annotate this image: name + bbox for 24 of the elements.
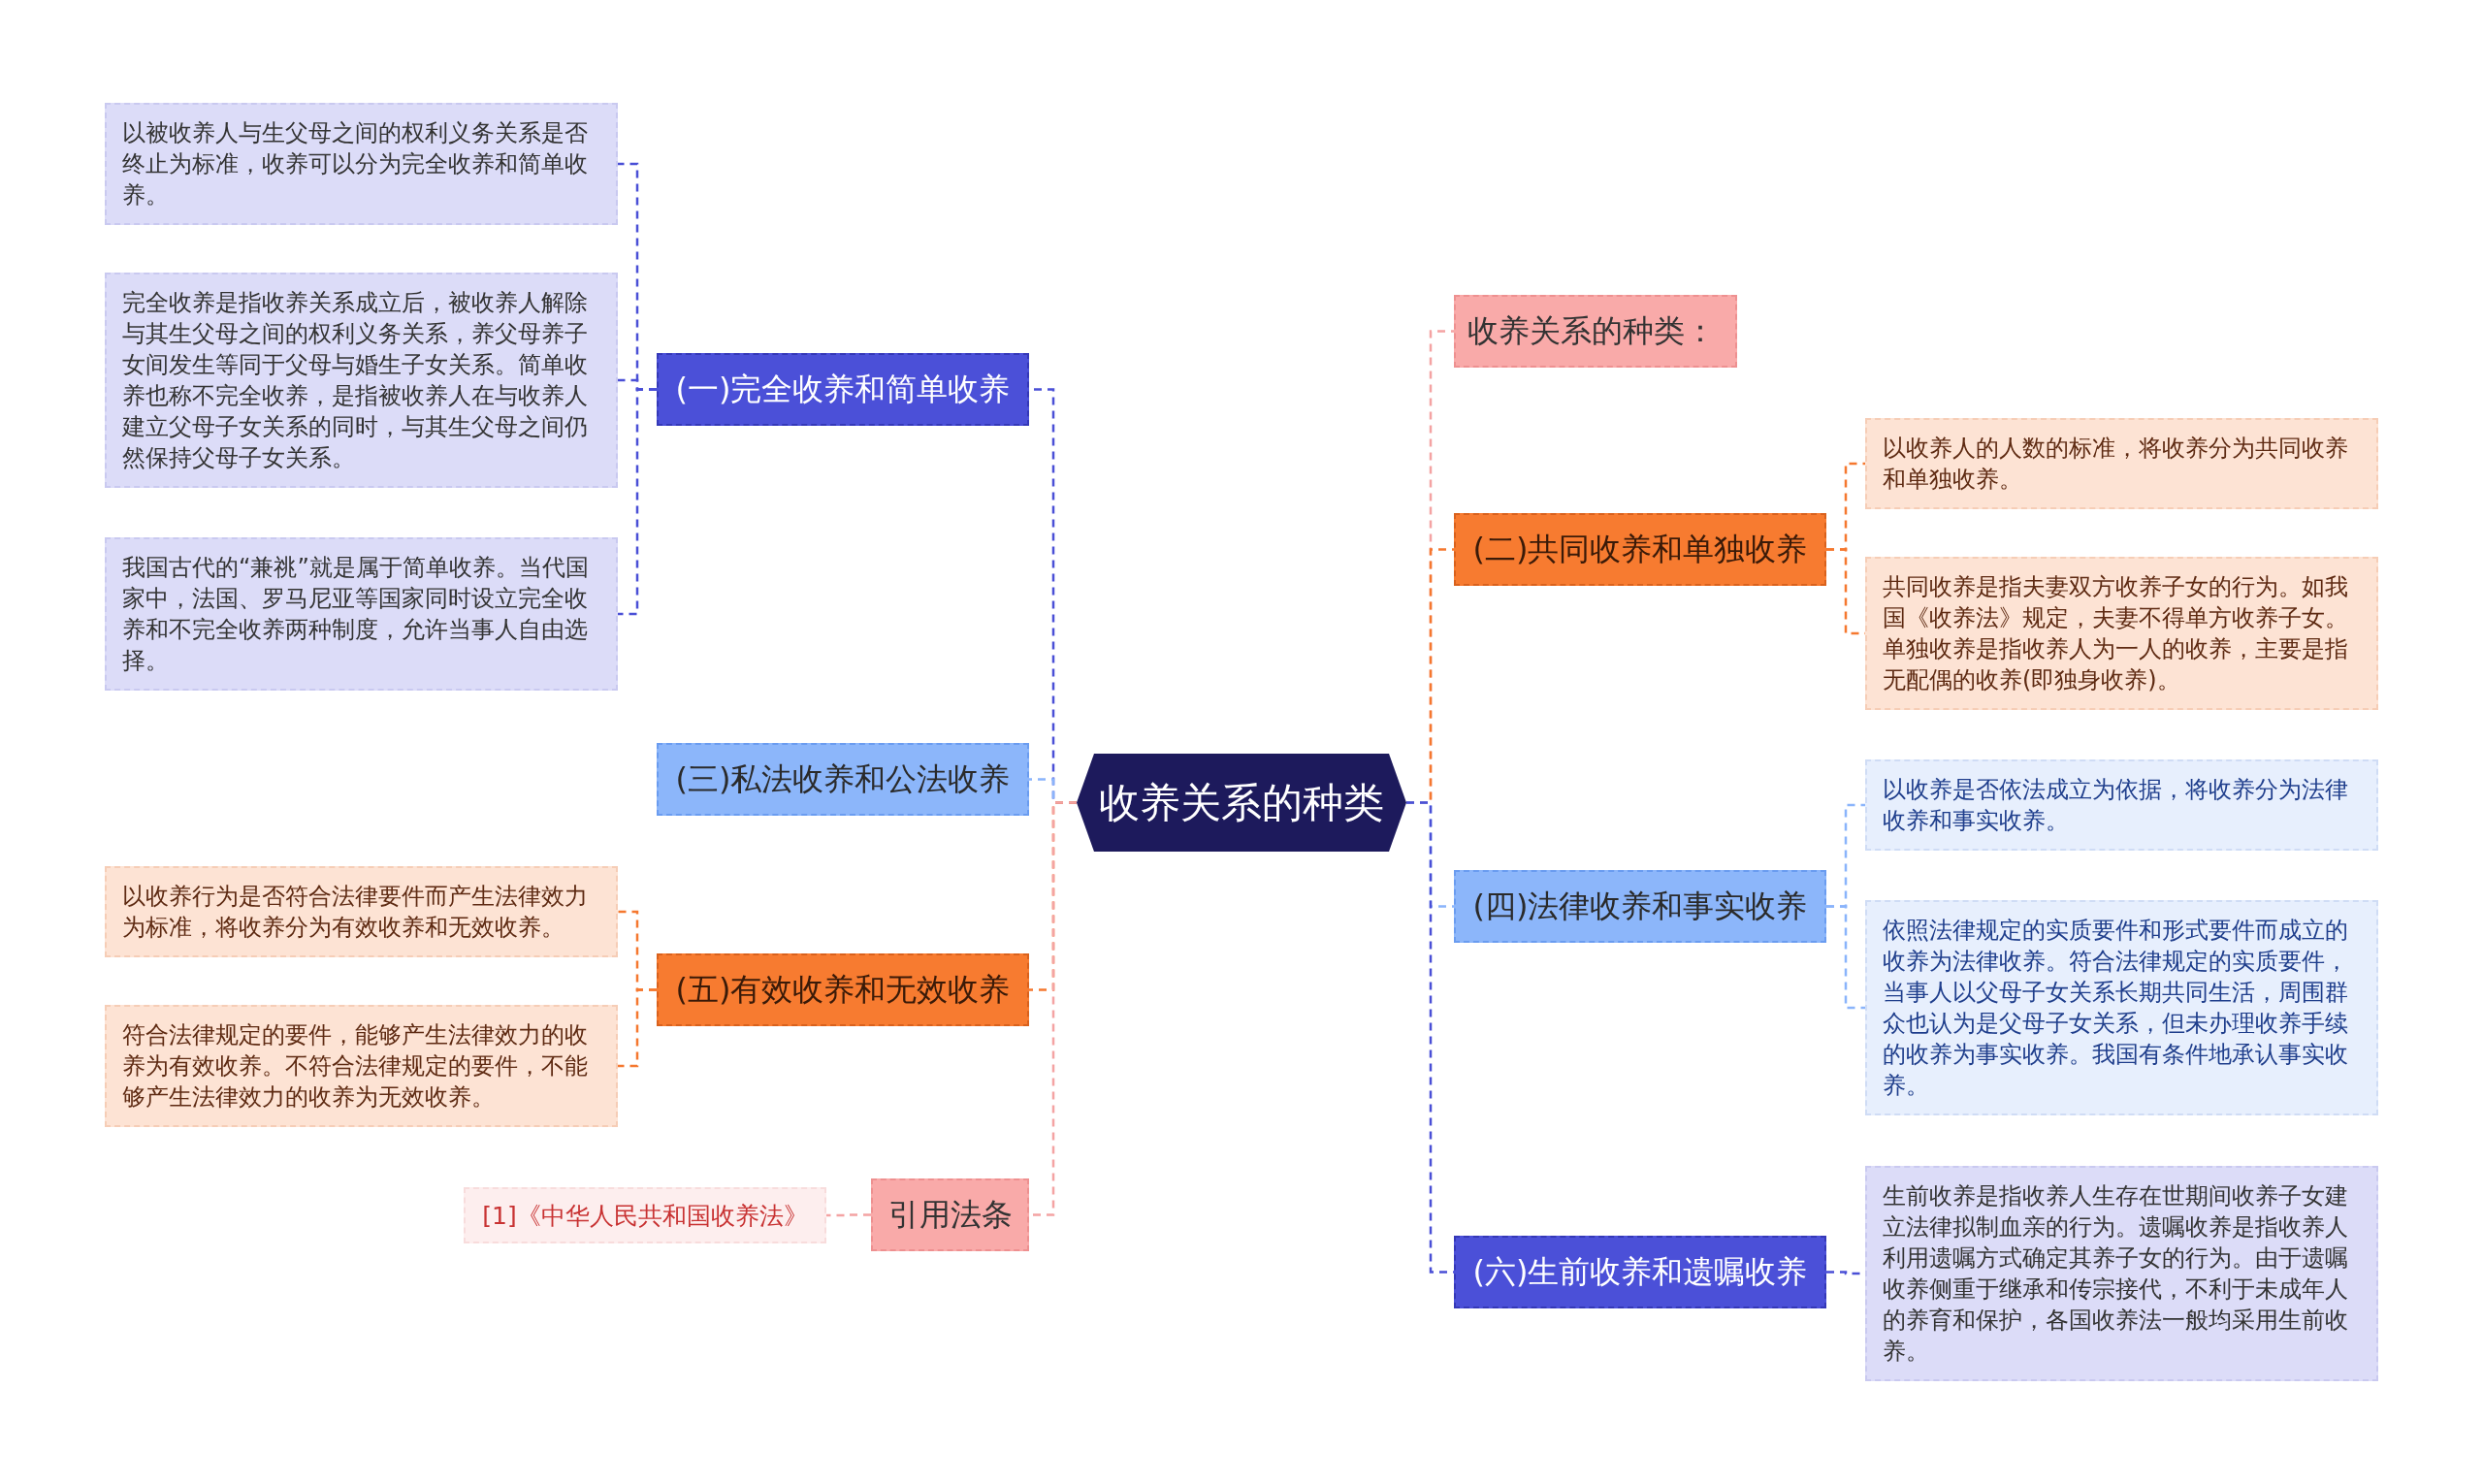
topic-box: (五)有效收养和无效收养	[657, 953, 1029, 1026]
note-box: 依照法律规定的实质要件和形式要件而成立的收养为法律收养。符合法律规定的实质要件，当事人以父母子女关系长期共同生活，周围群众也认为是父母子女关系，但未办理收养手续的收养为事实收养。我国有条件地承认事实收养。	[1865, 900, 2378, 1115]
topic-box: 收养关系的种类：	[1454, 295, 1737, 368]
topic-box: (二)共同收养和单独收养	[1454, 513, 1826, 586]
topic-box: (三)私法收养和公法收养	[657, 743, 1029, 816]
note-box: 以被收养人与生父母之间的权利义务关系是否终止为标准，收养可以分为完全收养和简单收养。	[105, 103, 618, 225]
topic-box: (一)完全收养和简单收养	[657, 353, 1029, 426]
note-box: 以收养行为是否符合法律要件而产生法律效力为标准，将收养分为有效收养和无效收养。	[105, 866, 618, 957]
central-topic: 收养关系的种类	[1077, 754, 1406, 852]
connector-line	[826, 1213, 871, 1217]
connector-line	[618, 388, 657, 616]
note-box: 符合法律规定的要件，能够产生法律效力的收养为有效收养。不符合法律规定的要件，不能够产生法律效力的收养为无效收养。	[105, 1005, 618, 1127]
topic-box: (六)生前收养和遗嘱收养	[1454, 1236, 1826, 1308]
note-box: 完全收养是指收养关系成立后，被收养人解除与其生父母之间的权利义务关系，养父母养子女间发生等同于父母与婚生子女关系。简单收养也称不完全收养，是指被收养人在与收养人建立父母子女关系的同时，与其生父母之间仍然保持父母子女关系。	[105, 273, 618, 488]
note-box: 以收养人的人数的标准，将收养分为共同收养和单独收养。	[1865, 418, 2378, 509]
note-box: 共同收养是指夫妻双方收养子女的行为。如我国《收养法》规定，夫妻不得单方收养子女。单独收养是指收养人为一人的收养，主要是指无配偶的收养(即独身收养)。	[1865, 557, 2378, 710]
reference-box: [1]《中华人民共和国收养法》	[464, 1187, 826, 1243]
connector-line	[618, 988, 657, 1068]
note-box: 我国古代的“兼祧”就是属于简单收养。当代国家中，法国、罗马尼亚等国家同时设立完全收养和不完全收养两种制度，允许当事人自由选择。	[105, 537, 618, 691]
note-box: 生前收养是指收养人生存在世期间收养子女建立法律拟制血亲的行为。遗嘱收养是指收养人利用遗嘱方式确定其养子女的行为。由于遗嘱收养侧重于继承和传宗接代，不利于未成年人的养育和保护，各国收养法一般均采用生前收养。	[1865, 1166, 2378, 1381]
note-box: 以收养是否依法成立为依据，将收养分为法律收养和事实收养。	[1865, 759, 2378, 851]
connector-line	[1826, 905, 1865, 1010]
topic-box: (四)法律收养和事实收养	[1454, 870, 1826, 943]
topic-box: 引用法条	[871, 1178, 1029, 1251]
